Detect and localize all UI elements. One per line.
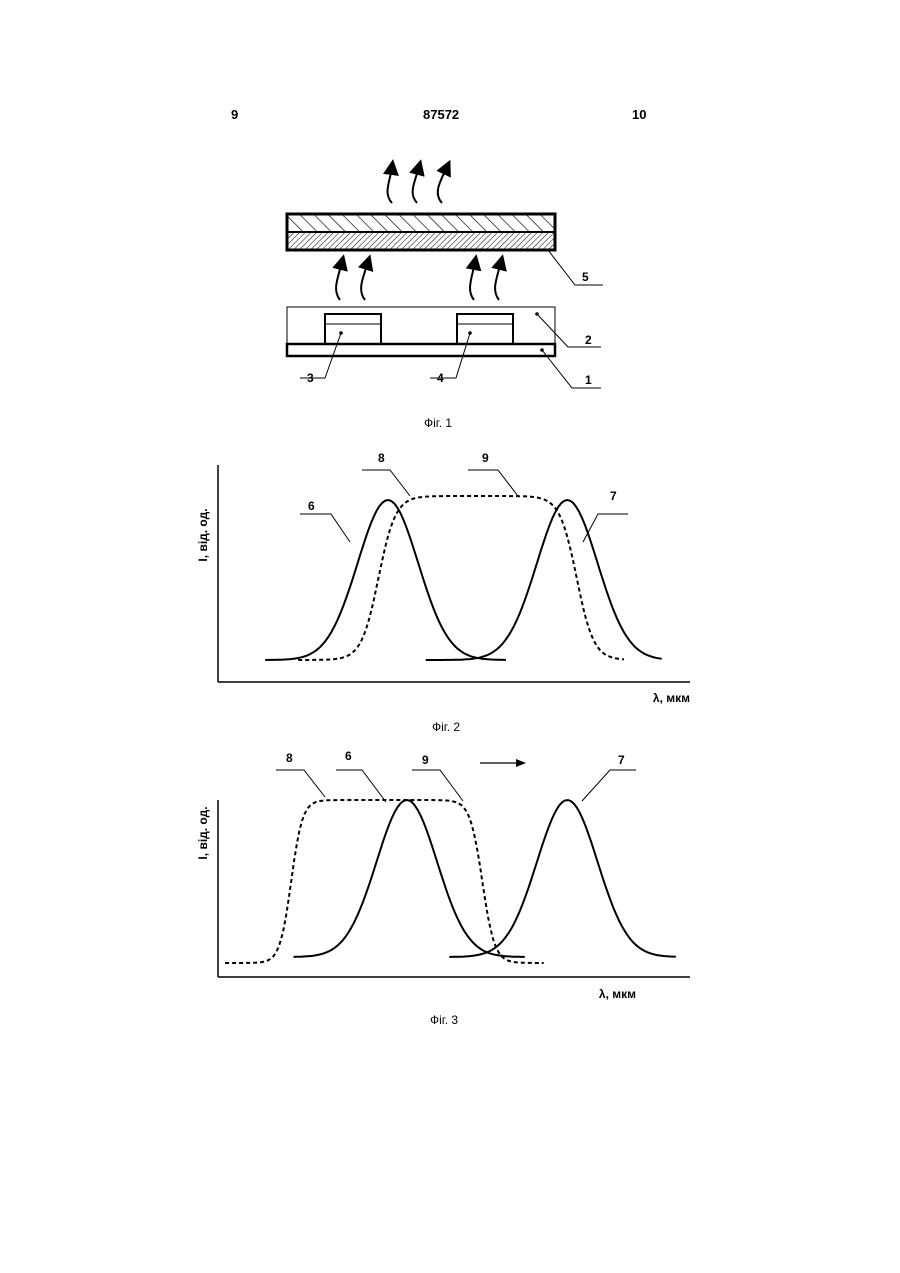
label-curve-7: 7: [618, 753, 625, 767]
label-substrate-1: 1: [585, 373, 592, 387]
label-curve-9: 9: [482, 451, 489, 465]
leader-lines-fig3: [276, 770, 636, 802]
label-curve-6: 6: [308, 499, 315, 513]
emission-arrows-top: [388, 167, 447, 203]
x-axis-label: λ, мкм: [599, 987, 636, 1001]
figure-2-chart: I, від. од. λ, мкм 6 7 8 9: [0, 450, 900, 710]
label-curve-8: 8: [378, 451, 385, 465]
phosphor-plate: [287, 214, 555, 250]
leader-lines-fig2: [300, 470, 628, 542]
y-axis-label: I, від. од.: [196, 508, 210, 561]
label-layer-2: 2: [585, 333, 592, 347]
figure-3-chart: I, від. од. λ, мкм 8 6 9 7: [0, 745, 900, 1015]
emission-arrows-middle: [336, 262, 501, 300]
figure-1-diagram: 5 2 1 3 4: [0, 0, 900, 440]
figure-3-caption: Фіг. 3: [430, 1013, 458, 1027]
label-chip-4: 4: [437, 371, 444, 385]
curve-6: [265, 500, 506, 660]
led-chip-4: [457, 314, 513, 344]
substrate: [287, 344, 555, 356]
curve-6: [294, 800, 525, 957]
figure-2-caption: Фіг. 2: [432, 720, 460, 734]
led-chip-3: [325, 314, 381, 344]
y-axis-label: I, від. од.: [196, 806, 210, 859]
curve-8-9: [225, 800, 544, 963]
curve-7: [449, 800, 676, 957]
curve-8-9: [298, 496, 624, 660]
label-chip-3: 3: [307, 371, 314, 385]
x-axis-label: λ, мкм: [653, 691, 690, 705]
label-curve-7: 7: [610, 489, 617, 503]
label-curve-6: 6: [345, 749, 352, 763]
curve-7: [426, 500, 662, 660]
label-layer-5: 5: [582, 270, 589, 284]
figure-1-caption: Фіг. 1: [424, 416, 452, 430]
label-curve-8: 8: [286, 751, 293, 765]
label-curve-9: 9: [422, 753, 429, 767]
shift-arrow: [480, 759, 526, 767]
